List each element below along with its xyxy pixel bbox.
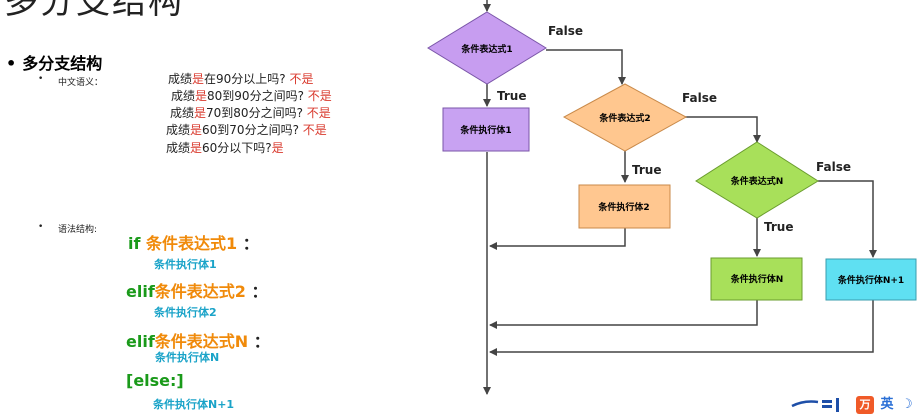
elif-keyword-n: elif <box>126 332 155 351</box>
cn-bullet: • <box>38 74 44 84</box>
syntax-body-1: 条件执行体1 <box>154 258 217 271</box>
syntax-if-line: if 条件表达式1 ： <box>128 234 259 253</box>
syntax-bullet: • <box>38 222 44 232</box>
section-bullet: • <box>6 54 17 73</box>
action-2-box <box>578 184 671 229</box>
syntax-elif-line-2: elif条件表达式2 ： <box>126 282 268 301</box>
cn-line-4: 成绩是60到70分之间吗? 不是 <box>166 123 327 137</box>
section-heading-text: 多分支结构 <box>22 54 103 73</box>
cn-line-5: 成绩是60分以下吗?是 <box>166 141 284 155</box>
syntax-body-n: 条件执行体N <box>155 351 220 364</box>
decision-n-label: 条件表达式N <box>730 175 784 187</box>
cn-line-3: 成绩是70到80分之间吗? 不是 <box>170 106 331 120</box>
ime-tray[interactable]: 万 英 ☽ <box>790 392 922 414</box>
action-1-label: 条件执行体1 <box>459 124 511 136</box>
true-label-n: True <box>764 220 793 234</box>
cond-expr-n: 条件表达式N <box>154 332 249 351</box>
decision-n-shape <box>695 141 819 219</box>
cond-expr-2: 条件表达式2 <box>154 282 246 301</box>
action-n1-label: 条件执行体N+1 <box>837 274 904 286</box>
action-2-label: 条件执行体2 <box>597 201 649 213</box>
cn-line-1: 成绩是在90分以上吗? 不是 <box>168 72 314 86</box>
syntax-body-2: 条件执行体2 <box>154 306 217 319</box>
action-1-box <box>442 107 530 152</box>
syntax-body-n1: 条件执行体N+1 <box>153 398 235 411</box>
true-label-1: True <box>497 89 526 103</box>
cn-semantics-label: 中文语义： <box>58 78 104 88</box>
decision-1-shape <box>427 11 547 85</box>
decision-2-shape <box>562 83 688 152</box>
slide-title: 多分支结构 <box>4 0 184 22</box>
false-label-n: False <box>816 160 851 174</box>
ime-logo-icon <box>791 398 839 412</box>
lang-toggle-button[interactable]: 英 <box>880 397 894 412</box>
action-n-label: 条件执行体N <box>730 273 784 285</box>
cn-line-2: 成绩是80到90分之间吗? 不是 <box>171 89 332 103</box>
decision-2-label: 条件表达式2 <box>598 112 650 124</box>
section-heading: • 多分支结构 <box>6 50 102 74</box>
decision-1-label: 条件表达式1 <box>460 43 512 55</box>
syntax-else-line: [else:] <box>126 371 184 390</box>
cond-expr-1: 条件表达式1 <box>146 234 238 253</box>
action-n1-box <box>825 258 917 301</box>
false-label-2: False <box>682 91 717 105</box>
true-label-2: True <box>632 163 661 177</box>
false-label-1: False <box>548 24 583 38</box>
if-keyword: if <box>128 234 141 253</box>
syntax-label: 语法结构: <box>58 225 98 235</box>
moon-icon[interactable]: ☽ <box>901 397 913 412</box>
sougou-icon[interactable]: 万 <box>856 396 874 414</box>
syntax-elif-line-n: elif条件表达式N ： <box>126 332 270 351</box>
elif-keyword: elif <box>126 282 155 301</box>
action-n-box <box>710 257 803 301</box>
